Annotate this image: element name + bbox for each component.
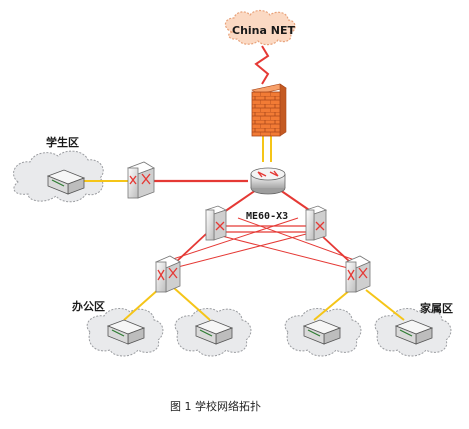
family-zone-label: 家属区 [420,302,453,315]
students-access-switch-icon [46,169,86,195]
internet-label: China NET [232,24,295,37]
internet-cloud [224,9,296,46]
office-access-switch-1-icon [106,319,146,345]
router-right-link [279,189,313,213]
core-router-icon [250,167,286,195]
core-switch-right-icon [304,205,328,241]
mesh-links [163,217,361,269]
students-switch-icon [127,161,155,199]
wan-link [254,45,270,85]
firewall-icon [251,83,287,137]
router-left-link [223,189,257,213]
office-access-switch-2-icon [194,319,234,345]
family-access-switch-1-icon [302,319,342,345]
family-access-switch-2-icon [394,319,434,345]
figure-caption: 图 1 学校网络拓扑 [170,400,261,413]
office-switch-icon [155,255,181,293]
access-links [123,287,405,321]
office-zone-label: 办公区 [72,300,105,313]
firewall-router-link [262,136,272,162]
core-router-label: ME60-X3 [246,211,289,222]
students-zone-label: 学生区 [46,136,79,149]
core-switch-left-icon [204,205,228,241]
family-switch-icon [345,255,371,293]
